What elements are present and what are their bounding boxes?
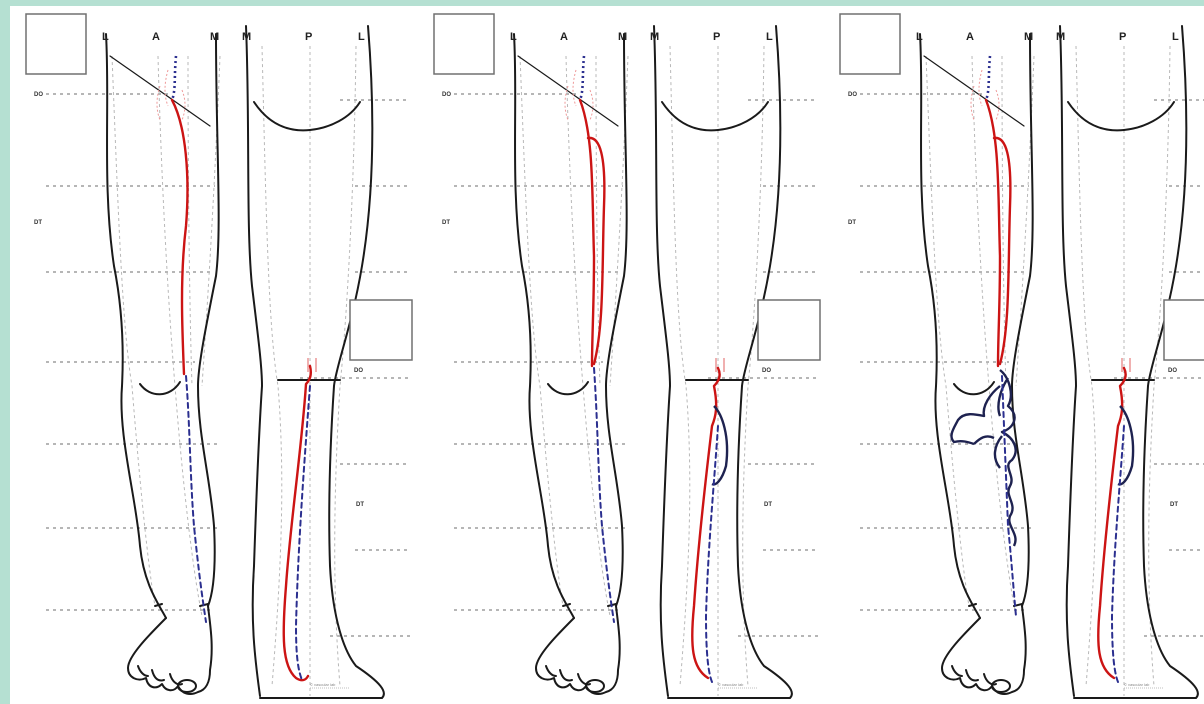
great-saphenous-red [580,100,594,366]
back-label-posterior: P [1119,31,1126,43]
back-label-medial: M [242,31,251,43]
saphenofemoral-dots [172,56,176,100]
front-level-lower: DT [442,220,450,226]
saphenofemoral-dots [580,56,584,100]
panel-3: L A M M P L DO DT DO DT © vascular lab [840,14,1204,698]
front-level-lower: DT [848,220,856,226]
back-label-posterior: P [713,31,720,43]
saphenofemoral-dots [986,56,990,100]
caption: © vascular lab [718,682,744,687]
front-level-upper: DO [442,92,451,98]
popliteal-ticks [308,358,316,372]
figure-canvas: L A M M P L DO DT DO DT © vascular lab L… [10,6,1204,704]
front-label-anterior: A [966,31,974,43]
back-level-upper: DO [762,368,771,374]
caption: © vascular lab [1124,682,1150,687]
front-label-medial: M [210,31,219,43]
small-saphenous-red [692,368,719,678]
caption: © vascular lab [310,682,336,687]
front-label-medial: M [1024,31,1033,43]
legs-template [434,14,820,698]
small-saphenous-red [1098,368,1125,678]
front-label-lateral: L [916,31,923,43]
back-label-posterior: P [305,31,312,43]
small-saphenous-red [284,366,311,680]
back-label-medial: M [650,31,659,43]
back-level-upper: DO [1168,368,1177,374]
front-label-medial: M [618,31,627,43]
front-label-lateral: L [102,31,109,43]
front-level-upper: DO [848,92,857,98]
back-level-lower: DT [356,502,364,508]
back-label-lateral: L [1172,31,1179,43]
panel-2: L A M M P L DO DT DO DT © vascular lab [434,14,820,698]
front-level-upper: DO [34,92,43,98]
front-label-lateral: L [510,31,517,43]
back-level-lower: DT [1170,502,1178,508]
panel-1: L A M M P L DO DT DO DT © vascular lab [26,14,412,698]
back-label-lateral: L [358,31,365,43]
back-level-lower: DT [764,502,772,508]
front-lower-blue-dashed [186,376,206,622]
legs-template [840,14,1204,698]
front-label-anterior: A [560,31,568,43]
great-saphenous-red [172,100,187,374]
back-label-medial: M [1056,31,1065,43]
back-level-upper: DO [354,368,363,374]
great-saphenous-red [986,100,1000,366]
front-level-lower: DT [34,220,42,226]
legs-template [26,14,412,698]
back-label-lateral: L [766,31,773,43]
front-label-anterior: A [152,31,160,43]
